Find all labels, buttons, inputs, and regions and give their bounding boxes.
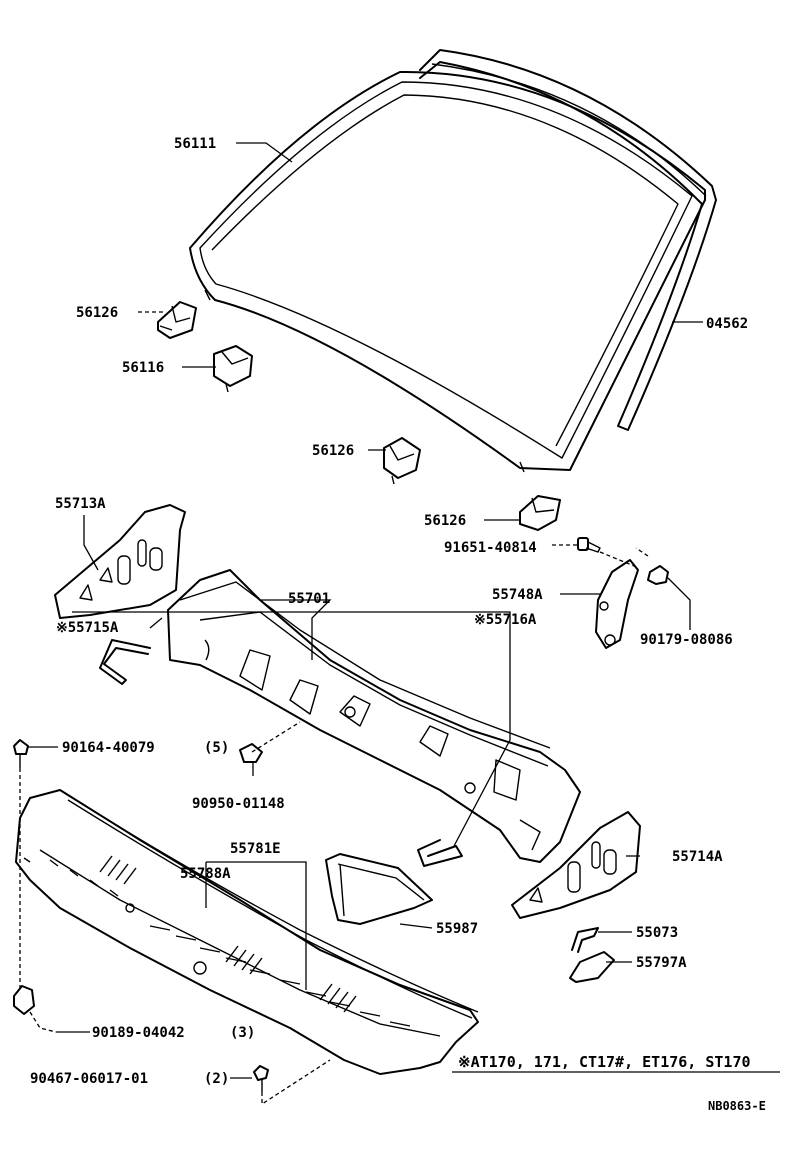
label-90189-qty: (3) <box>230 1025 255 1041</box>
side-panel-55714a <box>511 811 641 919</box>
side-panel-55713a <box>54 504 186 619</box>
label-55701: 55701 <box>288 591 330 607</box>
bracket-55748a <box>595 559 639 649</box>
cowl-louver <box>15 789 479 1075</box>
clip-90189 <box>13 985 35 1015</box>
label-55987: 55987 <box>436 921 478 937</box>
label-56116: 56116 <box>122 360 164 376</box>
windshield-molding <box>419 49 717 431</box>
label-55781e: 55781E <box>230 841 281 857</box>
windshield-glass <box>189 70 706 473</box>
cover-55987 <box>325 853 433 925</box>
label-90467: 90467-06017-01 <box>30 1071 148 1087</box>
nut-90179 <box>647 565 669 585</box>
label-56111: 56111 <box>174 136 216 152</box>
label-55715a: ※55715A <box>56 620 119 636</box>
label-55713a: 55713A <box>55 496 106 512</box>
label-04562: 04562 <box>706 316 748 332</box>
label-55716a: ※55716A <box>474 612 537 628</box>
clip-56126-b <box>383 437 421 485</box>
label-55788a: 55788A <box>180 866 231 882</box>
applicability-note: ※AT170, 171, CT17#, ET176, ST170 <box>458 1053 751 1071</box>
label-90164-qty: (5) <box>204 740 229 756</box>
clip-56126-a <box>157 301 197 339</box>
label-56126-c: 56126 <box>424 513 466 529</box>
label-56126-a: 56126 <box>76 305 118 321</box>
label-90179: 90179-08086 <box>640 632 733 648</box>
grommet-90950 <box>239 743 263 763</box>
bracket-55715a <box>99 639 151 685</box>
label-55073: 55073 <box>636 925 678 941</box>
label-56126-b: 56126 <box>312 443 354 459</box>
clip-55073 <box>571 927 599 953</box>
clip-90467 <box>253 1065 269 1092</box>
label-90467-qty: (2) <box>204 1071 229 1087</box>
clip-56126-c <box>519 495 561 531</box>
label-55714a: 55714A <box>672 849 723 865</box>
stopper-56116 <box>213 345 253 393</box>
label-55797a: 55797A <box>636 955 687 971</box>
label-55748a: 55748A <box>492 587 543 603</box>
label-90950: 90950-01148 <box>192 796 285 812</box>
bracket-55716a <box>417 839 463 867</box>
label-91651: 91651-40814 <box>444 540 537 556</box>
reference-code: NB0863-E <box>708 1099 766 1113</box>
screw-90164 <box>13 739 29 768</box>
label-90164: 90164-40079 <box>62 740 155 756</box>
label-90189: 90189-04042 <box>92 1025 185 1041</box>
bolt-91651 <box>577 537 601 553</box>
cowl-panel-55701 <box>167 569 581 863</box>
pad-55797a <box>569 951 615 983</box>
leader-lines <box>19 142 780 1106</box>
part-labels: 56111 04562 56126 56116 56126 56126 9165… <box>30 136 766 1113</box>
